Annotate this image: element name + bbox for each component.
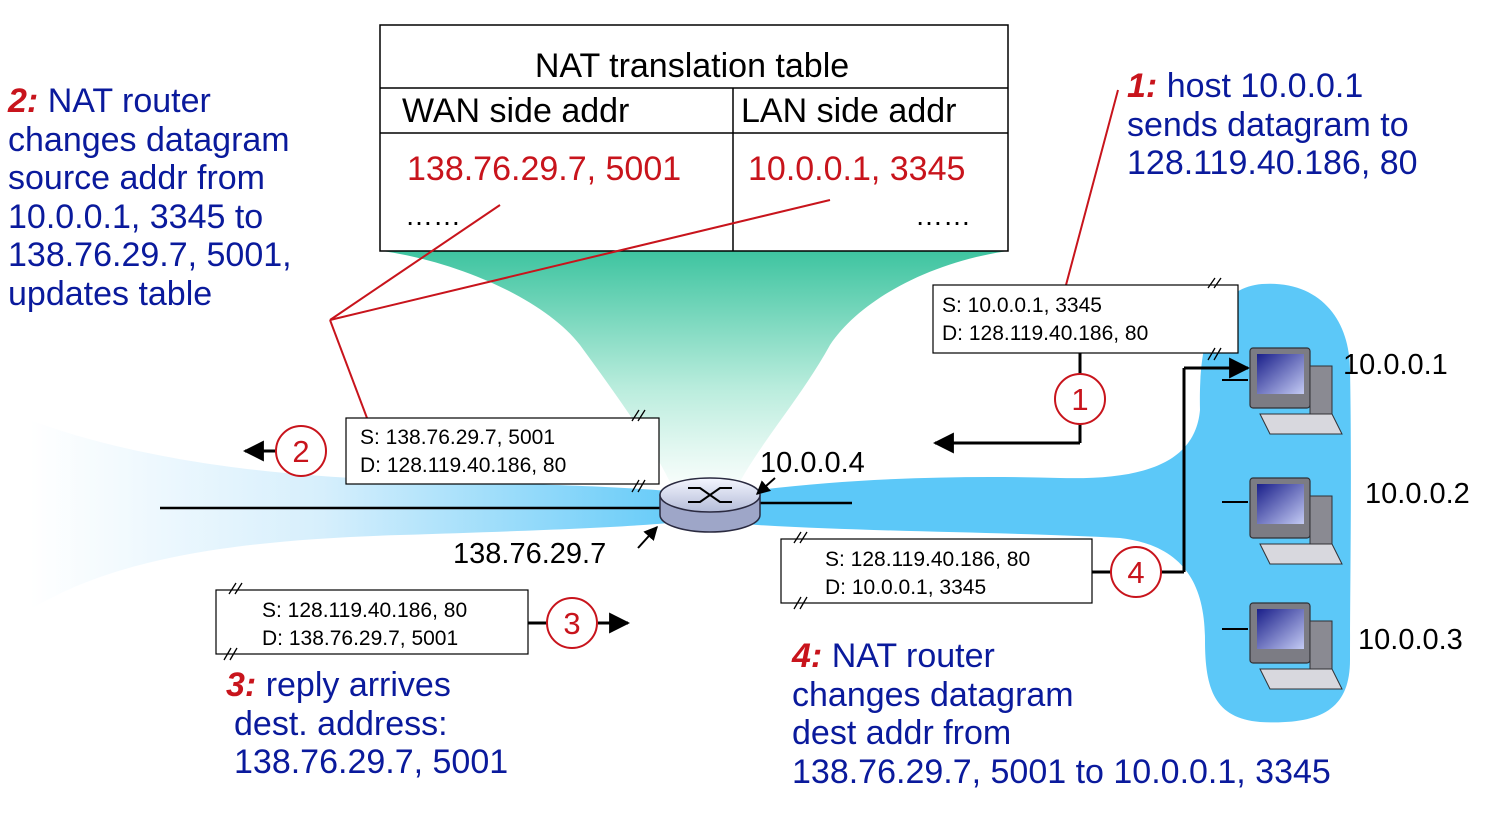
- datagram-3: S: 128.119.40.186, 80 D: 138.76.29.7, 50…: [215, 582, 529, 661]
- nat-table-row1-wan: 138.76.29.7, 5001: [407, 150, 681, 188]
- host-3-ip: 10.0.0.3: [1358, 624, 1463, 656]
- nat-table-title: NAT translation table: [535, 47, 849, 85]
- step1-pointer-line: [1065, 89, 1119, 286]
- datagram-2-source: S: 138.76.29.7, 5001: [360, 426, 555, 449]
- svg-text:3: 3: [563, 606, 580, 641]
- host-computer-2-icon: [1222, 477, 1343, 565]
- wan-cloud: [30, 420, 680, 610]
- svg-text:2: 2: [292, 434, 309, 469]
- step2-annotation: 2: NAT router changes datagram source ad…: [8, 82, 292, 313]
- flow-arrows: [242, 353, 1251, 634]
- router-lan-ip: 10.0.0.4: [760, 447, 865, 479]
- svg-text:1: 1: [1071, 382, 1088, 417]
- host-computer-3-icon: [1222, 602, 1343, 690]
- datagram-3-source: S: 128.119.40.186, 80: [262, 599, 467, 622]
- router-wan-ip-pointer: [637, 525, 658, 549]
- svg-text:4: 4: [1127, 555, 1144, 590]
- router-wan-ip: 138.76.29.7: [453, 538, 606, 570]
- datagram-3-dest: D: 138.76.29.7, 5001: [262, 627, 458, 650]
- step3-annotation: 3: reply arrives dest. address: 138.76.2…: [226, 666, 509, 781]
- host-1-ip: 10.0.0.1: [1343, 349, 1448, 381]
- datagram-2: S: 138.76.29.7, 5001 D: 128.119.40.186, …: [345, 409, 660, 493]
- nat-table-row1-lan: 10.0.0.1, 3345: [748, 150, 965, 188]
- router-cross-icon: [688, 487, 732, 503]
- datagram-2-dest: D: 128.119.40.186, 80: [360, 454, 566, 477]
- step1-annotation: 1: host 10.0.0.1 sends datagram to 128.1…: [1127, 67, 1418, 182]
- step-circle-2: 2: [275, 425, 327, 477]
- datagram-4: S: 128.119.40.186, 80 D: 10.0.0.1, 3345: [780, 531, 1093, 610]
- nat-router: [659, 477, 761, 533]
- nat-table-col-wan: WAN side addr: [402, 92, 629, 130]
- datagram-4-dest: D: 10.0.0.1, 3345: [825, 576, 986, 599]
- step-circle-1: 1: [1054, 373, 1106, 425]
- datagram-1-source: S: 10.0.0.1, 3345: [942, 294, 1102, 317]
- nat-table-row2-lan: ……: [915, 200, 971, 231]
- datagram-4-source: S: 128.119.40.186, 80: [825, 548, 1030, 571]
- step-circle-4: 4: [1110, 546, 1162, 598]
- host-2-ip: 10.0.0.2: [1365, 478, 1470, 510]
- host-computer-1-icon: [1222, 347, 1343, 435]
- router-lan-ip-pointer: [755, 477, 776, 495]
- funnel-shape: [382, 251, 1008, 498]
- lan-cloud: [742, 283, 1351, 723]
- nat-translation-table: NAT translation table WAN side addr LAN …: [379, 24, 1009, 252]
- step-circle-3: 3: [546, 597, 598, 649]
- step2-pointer-lines: [329, 199, 831, 419]
- nat-table-col-lan: LAN side addr: [741, 92, 956, 130]
- datagram-1: S: 10.0.0.1, 3345 D: 128.119.40.186, 80: [932, 277, 1239, 361]
- step4-annotation: 4: NAT router changes datagram dest addr…: [792, 637, 1331, 791]
- datagram-1-dest: D: 128.119.40.186, 80: [942, 322, 1148, 345]
- nat-table-row2-wan: ……: [405, 200, 461, 231]
